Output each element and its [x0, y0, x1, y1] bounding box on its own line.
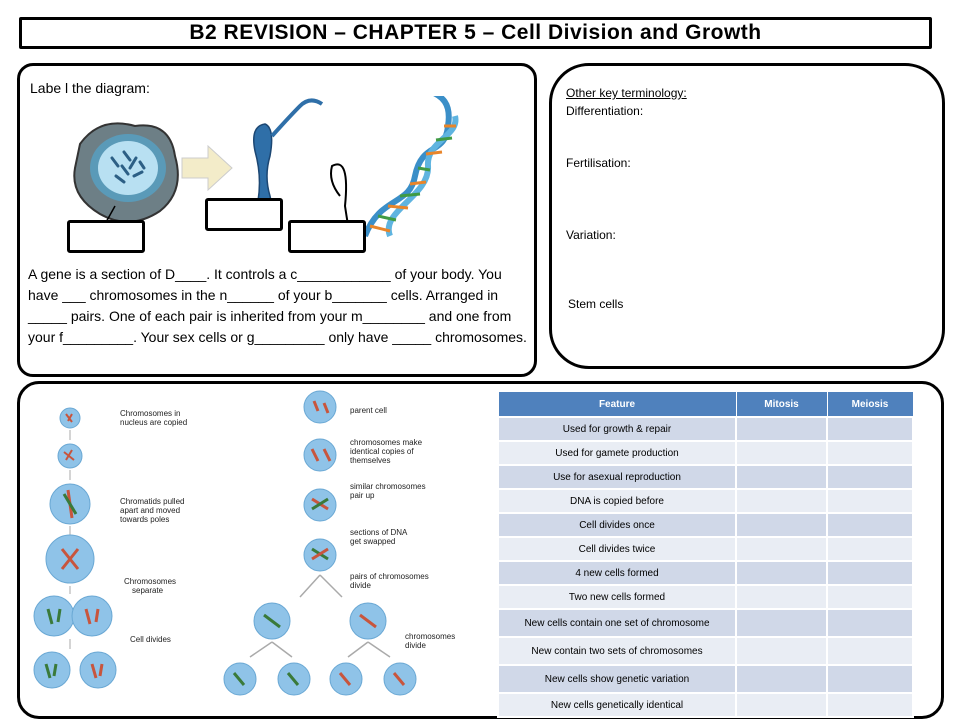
feature-cell: New cells genetically identical — [497, 692, 737, 718]
mitosis-cell[interactable] — [735, 608, 828, 638]
term-variation: Variation: — [566, 228, 616, 242]
meiosis-cell[interactable] — [826, 664, 914, 694]
table-row: 4 new cells formed — [497, 560, 914, 586]
diagram-instruction: Labe l the diagram: — [30, 80, 150, 96]
meiosis-cell[interactable] — [826, 416, 914, 442]
label-box-chromosome[interactable] — [205, 198, 283, 231]
feature-cell: DNA is copied before — [497, 488, 737, 514]
meiosis-cell[interactable] — [826, 536, 914, 562]
table-row: Cell divides once — [497, 512, 914, 538]
meiosis-cell[interactable] — [826, 692, 914, 718]
table-row: Used for gamete production — [497, 440, 914, 466]
feature-cell: New contain two sets of chromosomes — [497, 636, 737, 666]
term-fertilisation: Fertilisation: — [566, 156, 631, 170]
table-row: Use for asexual reproduction — [497, 464, 914, 490]
meiosis-cell[interactable] — [826, 488, 914, 514]
meiosis-cell[interactable] — [826, 560, 914, 586]
mitosis-cell[interactable] — [735, 536, 828, 562]
feature-cell: Cell divides once — [497, 512, 737, 538]
feature-cell: New cells contain one set of chromosome — [497, 608, 737, 638]
mitosis-label-4: Cell divides — [130, 635, 171, 644]
feature-cell: Cell divides twice — [497, 536, 737, 562]
meiosis-cell[interactable] — [826, 608, 914, 638]
feature-cell: Used for growth & repair — [497, 416, 737, 442]
feature-cell: New cells show genetic variation — [497, 664, 737, 694]
mitosis-cell[interactable] — [735, 584, 828, 610]
mitosis-cells — [33, 407, 117, 689]
mitosis-cell[interactable] — [735, 636, 828, 666]
mitosis-cell[interactable] — [735, 416, 828, 442]
terminology-panel: Other key terminology: Differentiation: … — [549, 63, 945, 369]
mitosis-cell[interactable] — [735, 464, 828, 490]
meiosis-cell[interactable] — [826, 440, 914, 466]
table-row: DNA is copied before — [497, 488, 914, 514]
feature-cell: 4 new cells formed — [497, 560, 737, 586]
meiosis-cell[interactable] — [826, 584, 914, 610]
cell-to-dna-diagram — [73, 96, 459, 252]
table-row: New contain two sets of chromosomes — [497, 636, 914, 666]
meiosis-cell[interactable] — [826, 464, 914, 490]
mitosis-cell[interactable] — [735, 692, 828, 718]
meiosis-cell[interactable] — [826, 636, 914, 666]
header-feature: Feature — [497, 391, 737, 418]
meiosis-cells — [223, 390, 417, 696]
terminology-heading: Other key terminology: — [566, 86, 687, 100]
label-box-cell[interactable] — [67, 220, 145, 253]
mitosis-cell[interactable] — [735, 440, 828, 466]
header-mitosis: Mitosis — [735, 391, 828, 418]
header-meiosis: Meiosis — [826, 391, 914, 418]
feature-cell: Use for asexual reproduction — [497, 464, 737, 490]
mitosis-cell[interactable] — [735, 488, 828, 514]
feature-cell: Two new cells formed — [497, 584, 737, 610]
mitosis-cell[interactable] — [735, 560, 828, 586]
meiosis-cell[interactable] — [826, 512, 914, 538]
feature-cell: Used for gamete production — [497, 440, 737, 466]
term-differentiation: Differentiation: — [566, 104, 644, 118]
mitosis-cell[interactable] — [735, 664, 828, 694]
label-box-dna[interactable] — [288, 220, 366, 253]
mitosis-meiosis-table: Feature Mitosis Meiosis Used for growth … — [497, 391, 914, 718]
table-row: New cells contain one set of chromosome — [497, 608, 914, 638]
mitosis-cell[interactable] — [735, 512, 828, 538]
table-row: New cells show genetic variation — [497, 664, 914, 694]
table-row: Two new cells formed — [497, 584, 914, 610]
term-stem-cells: Stem cells — [568, 297, 624, 311]
diagram-panel: Labe l the diagram: — [17, 63, 537, 377]
table-row: New cells genetically identical — [497, 692, 914, 718]
table-row: Used for growth & repair — [497, 416, 914, 442]
table-row: Cell divides twice — [497, 536, 914, 562]
gene-paragraph: A gene is a section of D____. It control… — [28, 266, 527, 345]
page-title: B2 REVISION – CHAPTER 5 – Cell Division … — [19, 17, 932, 49]
meiosis-label-1: parent cell — [350, 406, 387, 415]
